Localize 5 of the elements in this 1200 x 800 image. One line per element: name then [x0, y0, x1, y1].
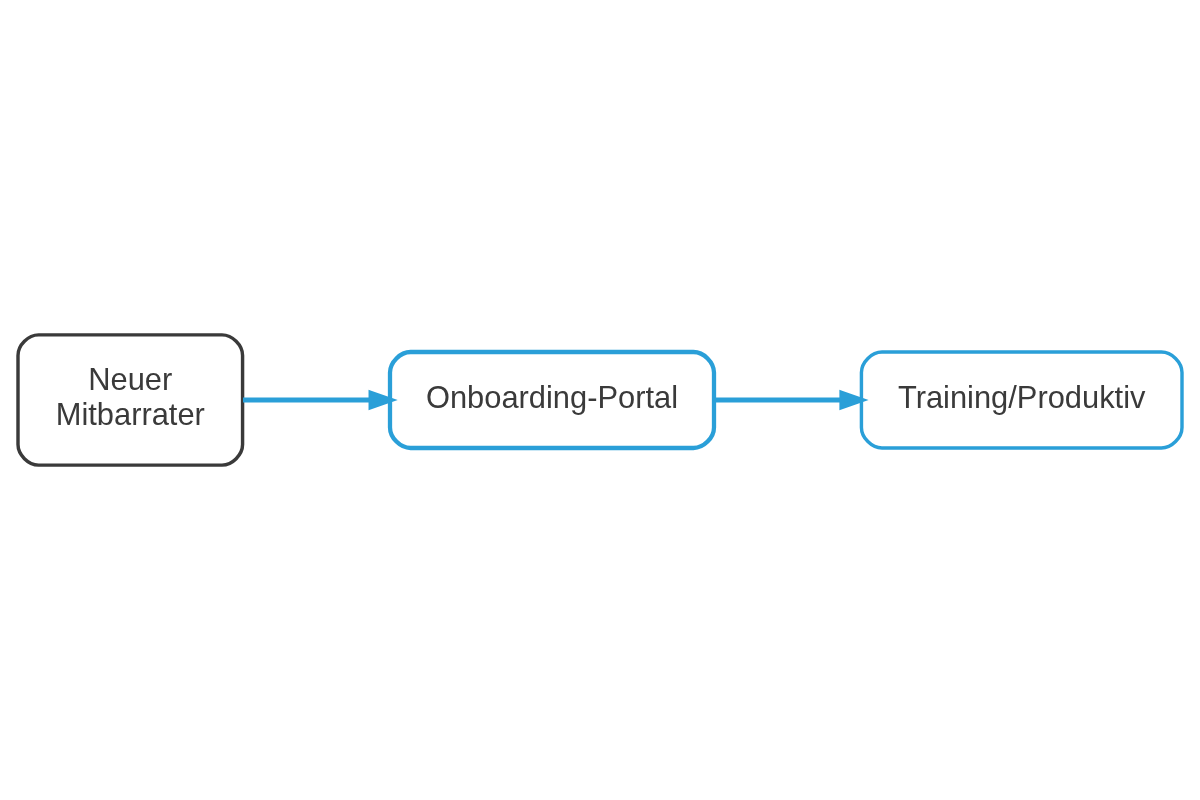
arrow — [714, 389, 869, 411]
node-box: Neuer Mitbarrater — [16, 333, 245, 467]
node-box: Training/Produktiv — [859, 350, 1184, 450]
arrow — [243, 389, 398, 411]
node-box: Onboarding-Portal — [387, 349, 717, 451]
